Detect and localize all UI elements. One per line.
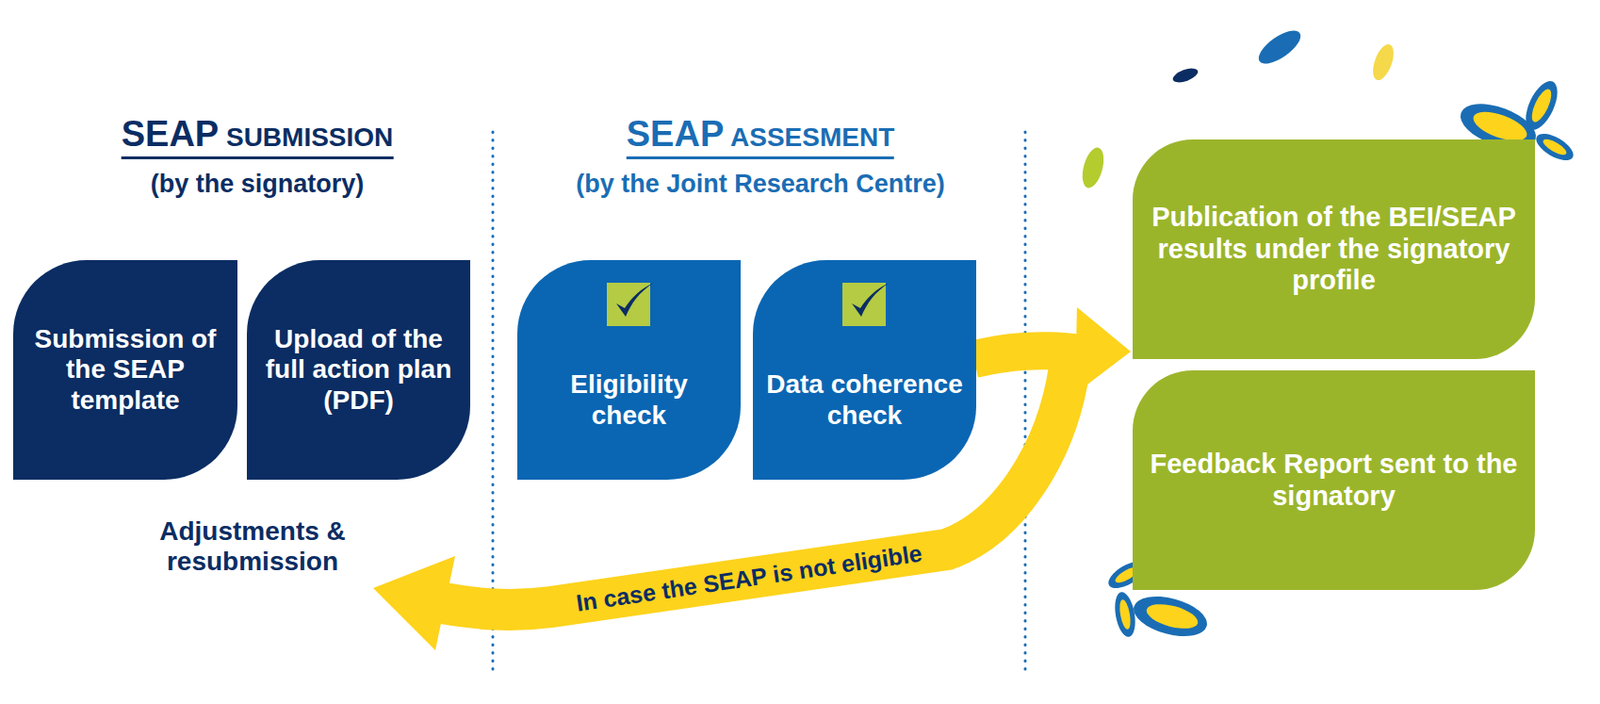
- leaf: [1078, 145, 1109, 191]
- column-subheading: (by the Joint Research Centre): [575, 169, 946, 199]
- submission-step: Submission of the SEAP template: [13, 260, 238, 480]
- column-subheading: (by the signatory): [150, 169, 365, 199]
- node-text: Eligibility check: [530, 369, 728, 430]
- leaf: [1171, 65, 1200, 86]
- column-heading: SEAP SUBMISSION: [121, 114, 394, 160]
- node-text: Upload of the full action plan (PDF): [260, 324, 458, 416]
- loop-note: Adjustments & resubmission: [134, 516, 371, 577]
- decorative-leaves: [1078, 24, 1578, 644]
- node-text: Data coherence check: [766, 369, 964, 430]
- node-text: Feedback Report sent to the signatory: [1145, 448, 1522, 512]
- node-text: Publication of the BEI/SEAP results unde…: [1145, 201, 1522, 296]
- node-text: Submission of the SEAP template: [26, 324, 225, 416]
- arrow-band: [974, 350, 1084, 360]
- leaf: [1253, 24, 1306, 70]
- arrow-head: [1075, 307, 1131, 394]
- result-box: Publication of the BEI/SEAP results unde…: [1132, 139, 1535, 360]
- return-arrow-head: [373, 555, 456, 651]
- result-box: Feedback Report sent to the signatory: [1132, 370, 1535, 590]
- column-heading: SEAP ASSESMENT: [626, 114, 895, 160]
- check-icon: [842, 282, 890, 327]
- submission-step: Upload of the full action plan (PDF): [246, 260, 471, 480]
- check-icon: [606, 282, 654, 327]
- flow-arrow: [974, 307, 1131, 394]
- divider-line: [1024, 131, 1028, 674]
- leaf: [1369, 41, 1399, 83]
